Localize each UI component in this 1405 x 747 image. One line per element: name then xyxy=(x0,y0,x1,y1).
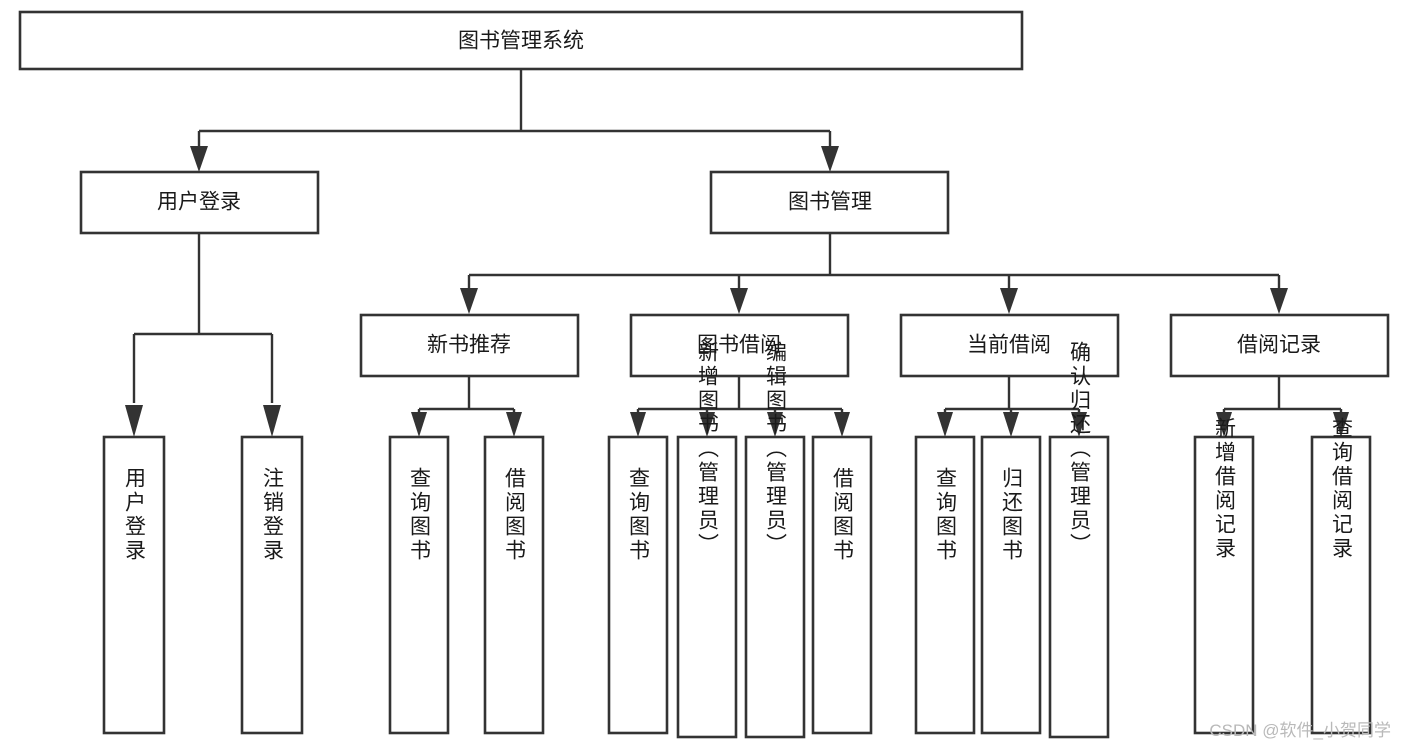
node-newbook-box[interactable] xyxy=(359,313,580,378)
node-leaf-borrow-book-2-box[interactable] xyxy=(811,435,873,735)
node-leaf-user-login[interactable]: 用户登录 xyxy=(102,435,166,735)
arrow-head-icon-newbook-leaf1 xyxy=(411,412,427,437)
connectors-layer xyxy=(125,69,1349,437)
node-leaf-borrow-book-2[interactable]: 借阅图书 xyxy=(811,435,873,735)
arrow-head-icon-newbook-leaf2 xyxy=(506,412,522,437)
node-leaf-edit-book-box[interactable] xyxy=(744,435,806,739)
node-leaf-query-record-box[interactable] xyxy=(1310,435,1372,735)
arrow-head-icon-borrow-leaf3 xyxy=(767,412,783,437)
node-leaf-query-record[interactable]: 查询借阅记录 xyxy=(1310,417,1372,735)
arrow-head-icon-borrow-leaf2 xyxy=(699,412,715,437)
node-login-box[interactable] xyxy=(79,170,320,235)
node-leaf-query-book-2[interactable]: 查询图书 xyxy=(607,435,669,735)
node-leaf-edit-book-label: 编辑图书（管理员） xyxy=(764,341,788,557)
node-leaf-query-record-label: 查询借阅记录 xyxy=(1330,417,1354,561)
node-login-label: 用户登录 xyxy=(157,191,241,214)
arrow-head-icon-to-login xyxy=(190,146,208,172)
node-records-box[interactable] xyxy=(1169,313,1390,378)
node-bookmgmt-label: 图书管理 xyxy=(788,191,872,214)
arrow-head-icon-to-bookmgmt xyxy=(821,146,839,172)
node-leaf-add-record-box[interactable] xyxy=(1193,435,1255,735)
node-leaf-add-record[interactable]: 新增借阅记录 xyxy=(1193,417,1255,735)
node-leaf-query-book-3-box[interactable] xyxy=(914,435,976,735)
node-leaf-query-book-1[interactable]: 查询图书 xyxy=(388,435,450,735)
node-leaf-borrow-book-2-label: 借阅图书 xyxy=(831,467,855,563)
node-newbook-label: 新书推荐 xyxy=(427,334,511,357)
node-leaf-borrow-book-1-label: 借阅图书 xyxy=(503,467,527,563)
node-leaf-add-book[interactable]: 新增图书（管理员） xyxy=(676,341,738,739)
arrow-head-icon-records xyxy=(1270,288,1288,314)
arrow-head-icon-newbook xyxy=(460,288,478,314)
arrow-head-icon-borrow-leaf1 xyxy=(630,412,646,437)
node-leaf-return-book[interactable]: 归还图书 xyxy=(980,435,1042,735)
arrow-head-icon-borrow xyxy=(730,288,748,314)
node-leaf-return-book-label: 归还图书 xyxy=(1000,467,1024,563)
arrow-head-icon-current-leaf2 xyxy=(1003,412,1019,437)
arrow-head-icon-current xyxy=(1000,288,1018,314)
node-leaf-user-login-box[interactable] xyxy=(102,435,166,735)
node-root-box[interactable] xyxy=(18,10,1024,71)
node-borrow[interactable]: 图书借阅 xyxy=(629,313,850,378)
node-leaf-confirm-return-label: 确认归还（管理员） xyxy=(1068,341,1092,557)
node-login[interactable]: 用户登录 xyxy=(79,170,320,235)
node-leaf-query-book-3-label: 查询图书 xyxy=(934,467,958,563)
node-leaf-user-logout[interactable]: 注销登录 xyxy=(240,435,304,735)
arrow-head-icon-current-leaf3 xyxy=(1071,412,1087,437)
node-borrow-box[interactable] xyxy=(629,313,850,378)
node-borrow-label: 图书借阅 xyxy=(697,334,781,357)
node-root-label: 图书管理系统 xyxy=(458,30,584,53)
node-current-label: 当前借阅 xyxy=(967,334,1051,357)
node-leaf-add-book-label: 新增图书（管理员） xyxy=(696,341,720,557)
node-leaf-confirm-return-box[interactable] xyxy=(1048,435,1110,739)
arrow-head-icon-current-leaf1 xyxy=(937,412,953,437)
node-leaf-user-logout-box[interactable] xyxy=(240,435,304,735)
node-leaf-user-login-label: 用户登录 xyxy=(123,467,147,563)
node-records-label: 借阅记录 xyxy=(1237,334,1321,357)
arrow-head-icon-records-leaf2 xyxy=(1333,412,1349,437)
node-leaf-borrow-book-1-box[interactable] xyxy=(483,435,545,735)
node-leaf-query-book-2-label: 查询图书 xyxy=(627,467,651,563)
node-leaf-return-book-box[interactable] xyxy=(980,435,1042,735)
node-leaf-query-book-3[interactable]: 查询图书 xyxy=(914,435,976,735)
arrow-head-icon-borrow-leaf4 xyxy=(834,412,850,437)
node-bookmgmt-box[interactable] xyxy=(709,170,950,235)
node-leaf-borrow-book-1[interactable]: 借阅图书 xyxy=(483,435,545,735)
node-leaf-add-record-label: 新增借阅记录 xyxy=(1213,417,1237,561)
node-root[interactable]: 图书管理系统 xyxy=(18,10,1024,71)
arrow-head-icon-login-leaf2 xyxy=(263,405,281,437)
node-leaf-edit-book[interactable]: 编辑图书（管理员） xyxy=(744,341,806,739)
node-leaf-add-book-box[interactable] xyxy=(676,435,738,739)
node-current-box[interactable] xyxy=(899,313,1120,378)
node-leaf-query-book-1-box[interactable] xyxy=(388,435,450,735)
node-current[interactable]: 当前借阅 xyxy=(899,313,1120,378)
watermark-text: CSDN @软件_小贺同学 xyxy=(1209,721,1391,740)
node-newbook[interactable]: 新书推荐 xyxy=(359,313,580,378)
node-leaf-user-logout-label: 注销登录 xyxy=(261,467,285,563)
node-leaf-query-book-1-label: 查询图书 xyxy=(408,467,432,563)
arrow-head-icon-records-leaf1 xyxy=(1216,412,1232,437)
arrow-head-icon-login-leaf1 xyxy=(125,405,143,437)
node-records[interactable]: 借阅记录 xyxy=(1169,313,1390,378)
node-leaf-query-book-2-box[interactable] xyxy=(607,435,669,735)
node-bookmgmt[interactable]: 图书管理 xyxy=(709,170,950,235)
node-leaf-confirm-return[interactable]: 确认归还（管理员） xyxy=(1048,341,1110,739)
